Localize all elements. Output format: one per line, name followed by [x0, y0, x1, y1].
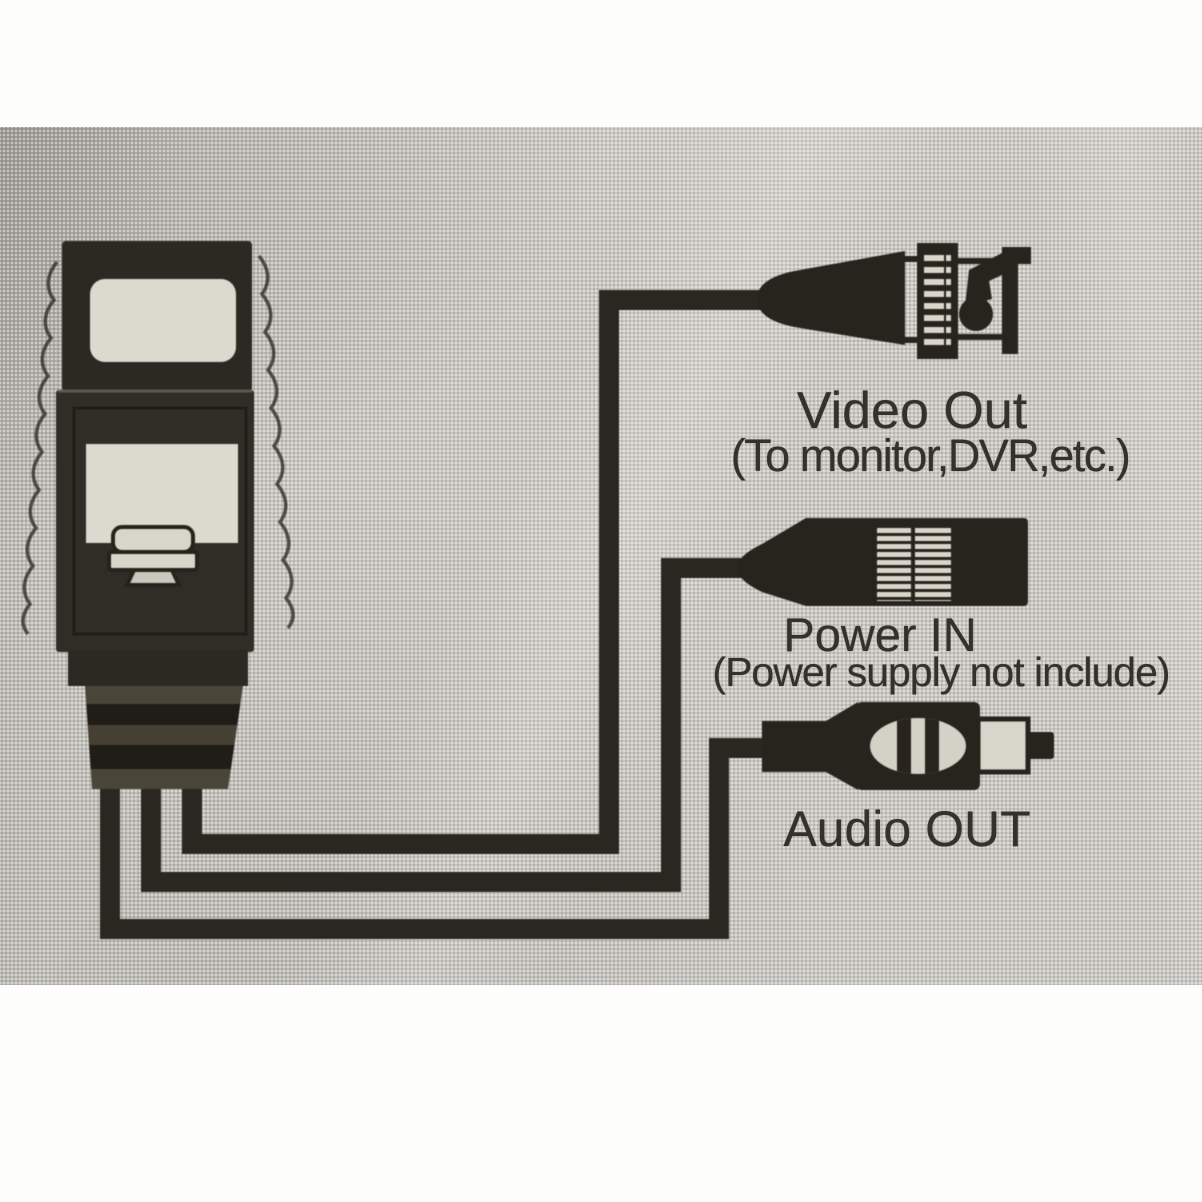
dc-grid-column: [877, 526, 911, 601]
bnc-end-tab: [1018, 247, 1031, 264]
white-margin-bottom: [0, 985, 1202, 1202]
dc-cone: [737, 518, 806, 606]
power-in-sublabel: (Power supply not include): [712, 649, 1170, 695]
bnc-end-bar: [1002, 247, 1018, 354]
rca-tip: [1026, 732, 1054, 759]
power-in-label: Power IN: [783, 608, 977, 661]
rca-grip-window: [870, 718, 966, 774]
power-cable: [141, 558, 742, 892]
video-out-label: Video Out: [796, 382, 1028, 440]
rj45-clip-tab: [107, 525, 199, 587]
bnc-bayonet-stem: [965, 253, 1002, 306]
rca-grip-bar: [897, 718, 911, 774]
bnc-connector-icon: [757, 243, 1031, 359]
housing-inner-outline: [72, 406, 248, 636]
device-left-wavy-edge: [21, 260, 59, 636]
rca-connector-icon: [762, 702, 1054, 790]
rca-grip-bar: [925, 718, 939, 774]
audio-cable: [100, 738, 768, 939]
device-lower-housing: [68, 650, 248, 686]
cables: [100, 290, 768, 939]
rca-shoulder: [826, 702, 858, 790]
white-margin-top: [0, 0, 1202, 127]
rca-collar: [975, 716, 1031, 775]
bnc-knurl-hatching: [924, 252, 951, 351]
dc-grid-column: [915, 527, 951, 601]
bnc-rail: [956, 258, 1004, 264]
audio-out-label: Audio OUT: [783, 801, 1031, 857]
dc-power-connector-icon: [737, 518, 1028, 606]
strain-relief-boot: [85, 686, 243, 789]
device-label-window: [90, 279, 236, 362]
device-right-wavy-edge: [257, 254, 295, 630]
rca-neck: [762, 721, 828, 772]
bnc-boot-cone: [757, 251, 905, 345]
bnc-rail: [956, 334, 1004, 340]
video-out-sublabel: (To monitor,DVR,etc.): [730, 430, 1131, 481]
balun-device-illustration: [21, 241, 295, 789]
bnc-rail: [902, 337, 922, 343]
video-cable: [182, 290, 760, 854]
bnc-rail: [902, 256, 922, 262]
bnc-bayonet-stud: [959, 297, 993, 331]
